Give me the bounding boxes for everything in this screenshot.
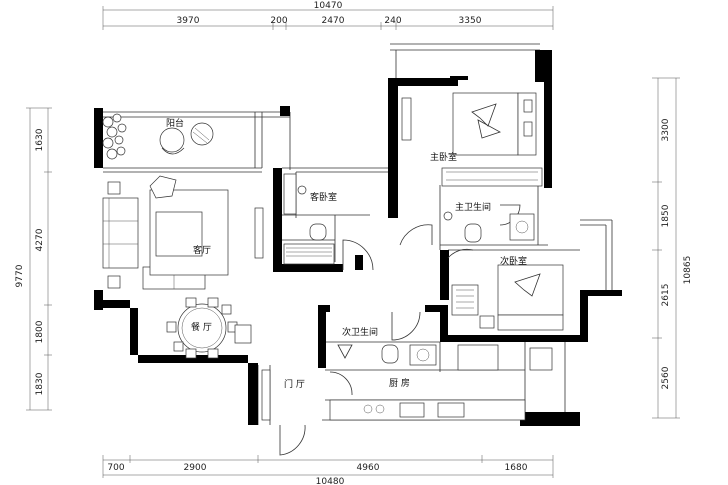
bottom-dimension-1: 700: [107, 463, 124, 473]
plant-cluster-icon: [102, 113, 127, 160]
sofa-icon: [102, 197, 139, 269]
right-dimension-4: 2560: [661, 366, 671, 389]
dining-table-icon: [177, 303, 227, 353]
second-bathroom-fixtures: [337, 344, 437, 366]
toilet-icon: [381, 344, 399, 364]
bottom-dimensions: 700 2900 4960 1680 10480: [102, 455, 554, 485]
structural-walls: [94, 50, 622, 426]
toilet-icon: [464, 223, 482, 243]
bench-icon: [497, 314, 564, 331]
bottom-dimension-3: 4960: [357, 463, 380, 473]
armchair-icon: [149, 175, 177, 199]
guest-room-furniture: [283, 173, 335, 265]
bottom-dimension-2: 2900: [184, 463, 207, 473]
shower-icon: [337, 344, 353, 359]
top-dimension-1: 3970: [177, 16, 200, 26]
chair-icon: [166, 321, 177, 333]
sink-icon: [409, 344, 437, 366]
top-dimension-4: 240: [384, 16, 401, 26]
top-total-dimension: 10470: [314, 1, 343, 11]
left-dimension-1: 1630: [35, 128, 45, 151]
stove-burner-icon: [375, 404, 385, 414]
fridge-icon: [457, 344, 499, 371]
plant-icon: [443, 211, 453, 221]
bottom-total-dimension: 10480: [316, 477, 345, 485]
left-dimension-2: 4270: [35, 228, 45, 251]
lamp-icon: [523, 99, 533, 113]
master-bedroom-furniture: [401, 92, 543, 187]
chair-icon: [185, 348, 197, 359]
left-dimension-4: 1830: [35, 372, 45, 395]
left-dimension-3: 1800: [35, 320, 45, 343]
right-dimension-1: 3300: [661, 118, 671, 141]
second-bathroom-label: 次卫生间: [342, 326, 378, 338]
kitchen-sink-icon: [399, 402, 425, 418]
bed-icon: [283, 243, 335, 265]
living-room-label: 客厅: [193, 244, 211, 256]
dining-furniture: [166, 297, 252, 359]
bottom-dimension-4: 1680: [505, 463, 528, 473]
kitchen-fixtures: [261, 344, 553, 421]
right-dimension-2: 1850: [661, 204, 671, 227]
wardrobe-icon: [283, 173, 297, 215]
right-dimensions: 3300 1850 2615 2560 10865: [652, 77, 693, 419]
second-bedroom-label: 次卧室: [500, 255, 527, 267]
right-total-dimension: 10865: [683, 256, 693, 285]
toilet-icon: [309, 223, 327, 241]
chair-icon: [173, 341, 184, 352]
top-dimension-5: 3350: [459, 16, 482, 26]
top-dimension-2: 200: [270, 16, 287, 26]
side-table-icon: [107, 275, 121, 289]
second-bed-icon: [497, 264, 564, 316]
dresser-icon: [401, 97, 412, 141]
balcony-furniture: [102, 113, 214, 160]
shoe-cabinet-icon: [261, 369, 271, 421]
master-bathroom-fixtures: [443, 211, 535, 243]
tv-cabinet-icon: [254, 207, 264, 259]
left-total-dimension: 9770: [15, 264, 25, 287]
kitchen-sink-icon: [437, 402, 465, 418]
nightstand-icon: [479, 315, 495, 329]
right-dimension-3: 2615: [661, 284, 671, 307]
second-bedroom-furniture: [451, 264, 564, 331]
room-labels: 阳台 主卧室 客卧室 主卫生间 客厅 次卧室 餐 厅 次卫生间 门 厅 厨 房: [166, 117, 527, 390]
living-room-furniture: [102, 175, 264, 290]
chair-icon: [185, 297, 197, 308]
top-dimensions: 10470 3970 200 2470 240 3350: [102, 1, 554, 30]
lamp-icon: [523, 121, 533, 137]
master-bathroom-label: 主卫生间: [455, 201, 491, 213]
wardrobe-icon: [451, 284, 479, 316]
doors: [279, 204, 521, 456]
stove-burner-icon: [363, 404, 373, 414]
chair-icon: [221, 304, 232, 315]
left-dimensions: 1630 4270 1800 1830 9770: [15, 107, 52, 411]
balcony-chair-icon: [159, 127, 185, 155]
foyer-label: 门 厅: [284, 378, 305, 390]
guest-bedroom-label: 客卧室: [310, 191, 337, 203]
top-dimension-3: 2470: [322, 16, 345, 26]
dining-room-label: 餐 厅: [191, 321, 212, 333]
master-bedroom-label: 主卧室: [430, 151, 457, 163]
kitchen-label: 厨 房: [389, 377, 410, 389]
side-table-icon: [107, 181, 121, 195]
chair-icon: [207, 348, 219, 359]
balcony-table-icon: [190, 122, 214, 146]
balcony-label: 阳台: [166, 117, 184, 129]
kitchen-counter-icon: [329, 399, 526, 421]
washer-icon: [529, 347, 553, 371]
master-wardrobe-icon: [441, 167, 543, 187]
sink-icon: [509, 213, 535, 241]
coffee-table-icon: [155, 211, 203, 257]
sideboard-icon: [234, 324, 252, 344]
plant-icon: [297, 185, 307, 195]
chair-icon: [207, 297, 219, 308]
